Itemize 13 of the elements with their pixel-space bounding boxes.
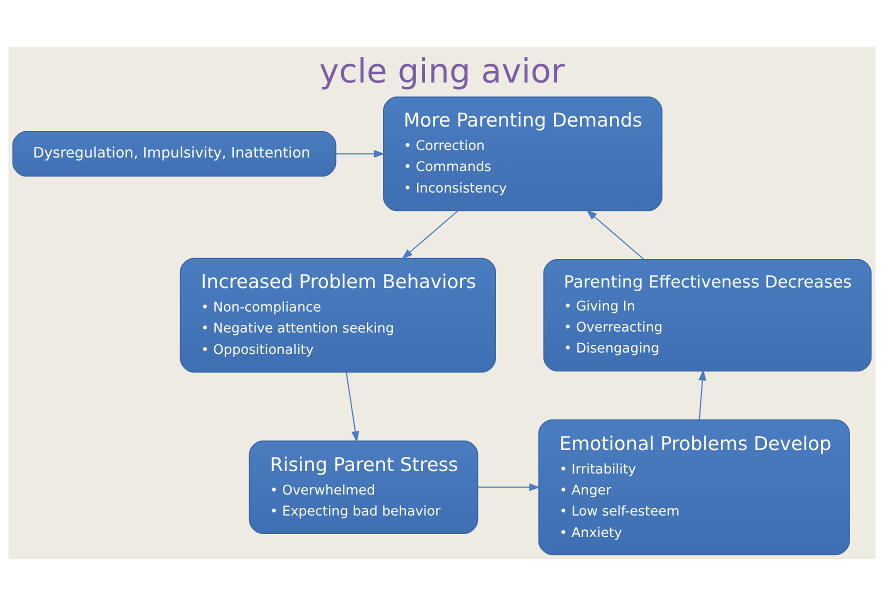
node-box: Increased Problem Behaviors • Non-compliance • Negative attention seeking • Oppositionality (180, 258, 496, 373)
node-box: Dysregulation, Impulsivity, Inattention (12, 131, 336, 177)
arrow (402, 210, 458, 260)
node-box: More Parenting Demands • Correction • Commands • Inconsistency (383, 96, 662, 212)
node-box: Emotional Problems Develop • Irritability • Anger • Low self-esteem • Anxiety (538, 419, 850, 556)
node-box: Parenting Effectiveness Decreases • Giving In • Overreacting • Disengaging (543, 259, 872, 372)
arrow (586, 210, 644, 260)
arrow (698, 369, 706, 420)
node-box: Rising Parent Stress • Overwhelmed • Expecting bad behavior (248, 440, 478, 534)
arrow (478, 483, 540, 492)
arrow (336, 150, 386, 158)
arrow (346, 372, 360, 442)
diagram-title: ycle ging avior (319, 52, 565, 91)
